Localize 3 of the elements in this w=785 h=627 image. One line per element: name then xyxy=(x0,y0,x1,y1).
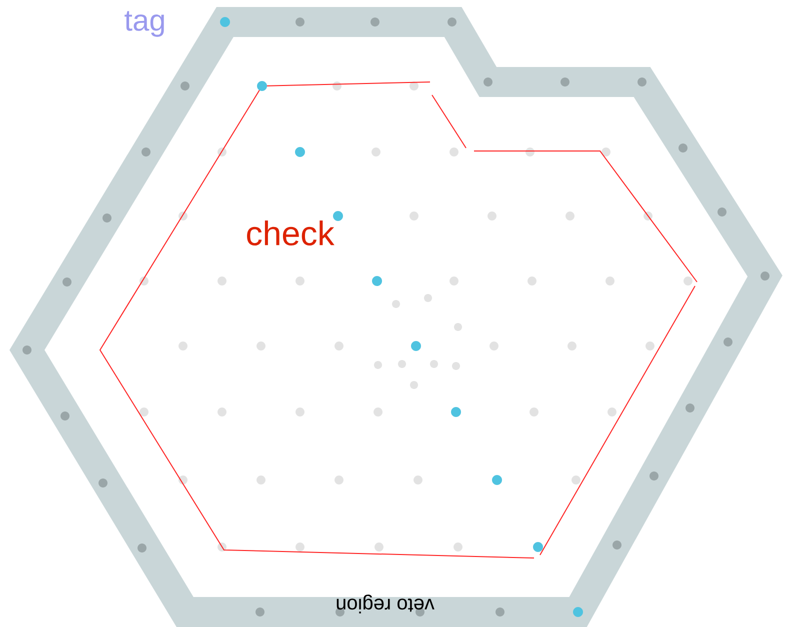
region-label: check xyxy=(247,220,334,246)
region-label: veto region xyxy=(336,594,434,614)
region-label: tag xyxy=(124,11,164,37)
